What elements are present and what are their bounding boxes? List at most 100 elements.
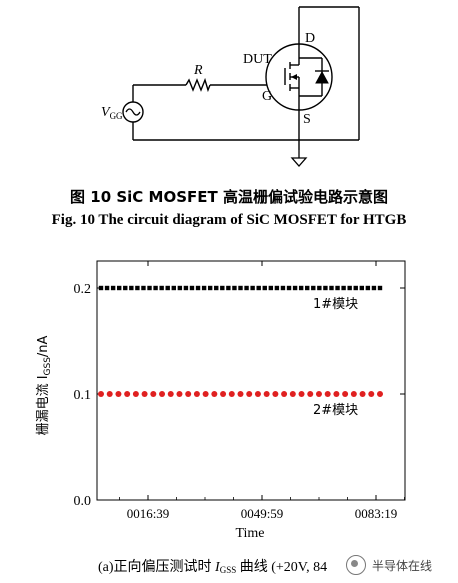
ground-icon [290,150,308,167]
data-point-square [129,285,134,291]
data-point-square [171,285,176,291]
data-point-square [341,285,346,291]
data-point-square [165,285,170,291]
series-1 [98,285,383,291]
figure-caption-cn: 图 10 SiC MOSFET 高温栅偏试验电路示意图 [70,188,388,206]
data-point-square [335,285,340,291]
data-point-square [377,285,383,291]
figure-caption-en: Fig. 10 The circuit diagram of SiC MOSFE… [51,212,407,228]
data-point-square [286,285,292,291]
data-point-square [359,285,365,291]
data-point-square [147,285,152,291]
label-vgg: VGG [101,105,123,121]
data-point-square [238,285,243,291]
x-tick-label: 0083:19 [355,506,398,521]
data-point-square [201,285,207,291]
data-point-circle [176,391,183,397]
wechat-logo-icon [346,555,366,575]
data-point-square [189,285,195,291]
data-point-square [244,285,249,291]
data-point-square [347,285,352,291]
data-point-circle [359,391,366,397]
x-tick-label: 0049:59 [241,506,284,521]
data-point-circle [220,391,227,397]
data-point-circle [333,391,340,397]
data-point-circle [159,391,166,397]
data-point-circle [124,391,131,397]
label-s: S [303,112,311,127]
data-point-square [262,285,267,291]
label-d: D [305,31,315,46]
data-point-circle [115,391,122,397]
voltage-source-icon [122,101,144,123]
y-tick-label: 0.0 [74,494,92,509]
data-point-circle [324,391,331,397]
data-point-circle [298,391,305,397]
data-point-circle [263,391,270,397]
data-point-square [305,285,310,291]
label-r: R [193,63,203,78]
data-point-circle [193,391,200,397]
data-point-square [268,285,274,291]
series-label: 2#模块 [313,403,358,418]
data-point-square [104,285,110,291]
resistor-icon [185,77,211,93]
data-point-circle [167,391,174,397]
data-point-square [323,285,328,291]
data-point-circle [132,391,139,397]
watermark: 半导体在线 [340,552,458,578]
data-point-circle [106,391,113,397]
data-point-square [183,285,189,291]
data-point-square [353,285,358,291]
data-point-square [207,285,213,291]
label-g: G [262,89,272,104]
data-point-square [177,285,183,291]
data-point-square [159,285,164,291]
data-point-square [135,285,140,291]
data-point-square [256,285,261,291]
data-point-circle [377,391,383,397]
x-tick-label: 0016:39 [127,506,170,521]
data-point-square [195,285,201,291]
data-point-square [280,285,286,291]
watermark-text: 半导体在线 [372,558,433,573]
data-point-circle [237,391,244,397]
plot-frame [96,260,406,501]
data-point-square [232,285,237,291]
data-point-circle [150,391,157,397]
label-dut: DUT [243,52,272,67]
y-axis-label: 栅漏电流 IGSS/nA [35,335,53,435]
data-point-square [365,285,371,291]
data-point-circle [98,391,104,397]
data-point-square [141,285,146,291]
circuit-diagram: D DUT R G S VGG [101,6,360,167]
data-point-square [220,285,225,291]
data-point-square [123,285,128,291]
data-point-circle [228,391,235,397]
data-point-circle [185,391,192,397]
diode-icon [315,70,329,84]
sub-caption-suffix: 曲线 (+20V, 84 [236,560,328,575]
data-point-circle [342,391,349,397]
data-point-square [292,285,298,291]
data-point-square [371,285,377,291]
sub-caption-symbol-sub: GSS [219,565,237,575]
data-point-square [317,285,322,291]
y-tick-label: 0.2 [74,282,92,297]
data-point-square [110,285,116,291]
data-point-square [226,285,231,291]
chart-sub-caption: (a)正向偏压测试时 IGSS 曲线 (+20V, 84 [98,556,327,576]
sub-caption-symbol: I [215,560,220,575]
data-point-square [214,285,219,291]
data-point-square [98,285,104,291]
data-point-circle [272,391,279,397]
y-tick-label: 0.1 [74,388,92,403]
data-point-circle [315,391,322,397]
sub-caption-prefix: (a)正向偏压测试时 [98,560,216,575]
data-point-square [153,285,158,291]
data-point-circle [281,391,288,397]
data-point-square [116,285,122,291]
data-point-circle [350,391,357,397]
data-point-circle [211,391,218,397]
mosfet-icon [265,43,333,111]
